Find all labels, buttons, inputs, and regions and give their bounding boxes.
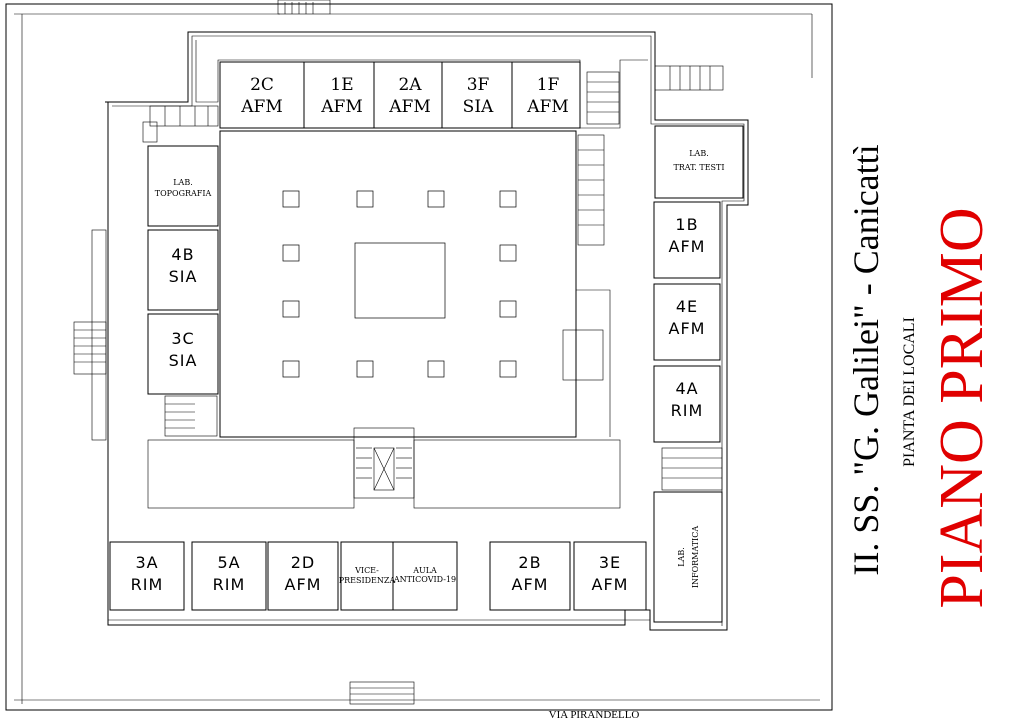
room-3a-course: RIM: [131, 575, 164, 594]
room-2d-course: AFM: [285, 575, 322, 594]
school-title: II. SS. "G. Galilei" - Canicattì: [846, 144, 886, 575]
aula-anticovid-line2: ANTICOVID-19: [393, 575, 456, 584]
room-4a: 4A RIM: [653, 365, 721, 443]
room-1b-course: AFM: [669, 237, 706, 256]
room-3a-code: 3A: [135, 553, 158, 572]
room-5a-course: RIM: [213, 575, 246, 594]
lab-topografia-line2: TOPOGRAFIA: [155, 189, 212, 198]
room-2a: 2A AFM: [373, 61, 443, 129]
room-2c: 2C AFM: [219, 61, 305, 129]
lab-testi-line2: TRAT. TESTI: [673, 163, 724, 172]
room-2c-course: AFM: [240, 97, 282, 117]
room-4b-course: SIA: [169, 267, 198, 286]
room-4a-course: RIM: [671, 401, 704, 420]
room-1f: 1F AFM: [511, 61, 581, 129]
vicepresidenza-line1: VICE-: [354, 566, 379, 575]
room-3c-code: 3C: [171, 329, 194, 348]
south-corridor: [147, 439, 621, 509]
room-4e-course: AFM: [669, 319, 706, 338]
room-2c-code: 2C: [250, 75, 274, 95]
left-inner-stair: [164, 395, 218, 437]
room-2b-code: 2B: [518, 553, 541, 572]
room-3f-course: SIA: [463, 97, 494, 117]
central-stair: [353, 427, 415, 499]
toilets-right: [577, 134, 605, 246]
room-1e-course: AFM: [320, 97, 362, 117]
room-vicepresidenza: VICE- PRESIDENZA: [339, 541, 396, 611]
toilets-left: [142, 105, 219, 143]
room-2a-code: 2A: [398, 75, 422, 95]
top-stair: [284, 2, 314, 14]
room-5a: 5A RIM: [191, 541, 267, 611]
site-boundary: [5, 0, 833, 711]
room-lab-topografia: LAB. TOPOGRAFIA: [147, 145, 219, 227]
room-aula-anticovid: AULA ANTICOVID-19: [392, 541, 458, 611]
room-2d-code: 2D: [291, 553, 316, 572]
room-5a-code: 5A: [217, 553, 240, 572]
room-4b: 4B SIA: [147, 229, 219, 311]
room-3a: 3A RIM: [109, 541, 185, 611]
room-2d: 2D AFM: [267, 541, 339, 611]
left-stair: [73, 321, 107, 375]
room-3e: 3E AFM: [573, 541, 647, 611]
lab-informatica-line1: LAB.: [677, 547, 686, 567]
lab-testi-line1: LAB.: [689, 149, 709, 158]
plan-subtitle: PIANTA DEI LOCALI: [901, 317, 918, 467]
lab-informatica-line2: INFORMATICA: [691, 526, 700, 588]
room-4e: 4E AFM: [653, 283, 721, 361]
top-right-stair: [586, 65, 724, 125]
lab-topografia-line1: LAB.: [173, 178, 193, 187]
room-lab-informatica: LAB. INFORMATICA: [653, 491, 723, 623]
room-4b-code: 4B: [171, 245, 194, 264]
room-1b-code: 1B: [675, 215, 698, 234]
room-3e-course: AFM: [592, 575, 629, 594]
room-4a-code: 4A: [675, 379, 698, 398]
room-4e-code: 4E: [676, 297, 698, 316]
vicepresidenza-line2: PRESIDENZA: [339, 576, 396, 585]
room-1f-course: AFM: [526, 97, 568, 117]
floor-title: PIANO PRIMO: [928, 207, 996, 608]
room-1f-code: 1F: [537, 75, 560, 95]
courtyard: [219, 130, 611, 438]
room-3e-code: 3E: [599, 553, 621, 572]
street-entrance: [349, 681, 415, 705]
room-2a-course: AFM: [388, 97, 430, 117]
aula-anticovid-line1: AULA: [412, 566, 437, 575]
right-inner-stair: [661, 447, 723, 491]
room-3c-course: SIA: [169, 351, 198, 370]
room-2b: 2B AFM: [489, 541, 571, 611]
room-1b: 1B AFM: [653, 201, 721, 279]
room-1e-code: 1E: [330, 75, 353, 95]
building-walls: [91, 31, 749, 631]
room-2b-course: AFM: [512, 575, 549, 594]
room-lab-trat-testi: LAB. TRAT. TESTI: [654, 125, 744, 199]
room-3f: 3F SIA: [441, 61, 513, 129]
street-label: VIA PIRANDELLO: [549, 709, 640, 721]
room-3c: 3C SIA: [147, 313, 219, 395]
room-1e: 1E AFM: [303, 61, 375, 129]
room-3f-code: 3F: [467, 75, 490, 95]
